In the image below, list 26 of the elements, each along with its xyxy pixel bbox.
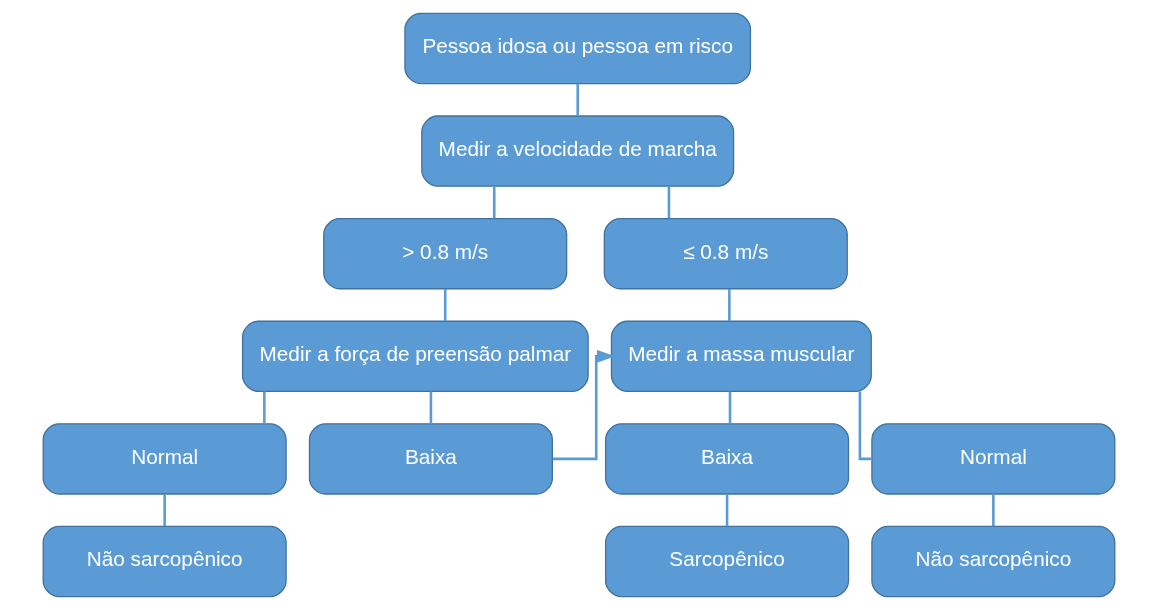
- node-box: Normal: [870, 423, 1115, 495]
- node-box: Medir a velocidade de marcha: [420, 115, 734, 187]
- connector: [492, 186, 496, 219]
- connector: [667, 186, 670, 219]
- node-box: Medir a massa muscular: [610, 320, 872, 393]
- connector: [429, 391, 432, 424]
- connector: [443, 289, 446, 321]
- connector: [728, 391, 731, 424]
- node-box: ≤ 0.8 m/s: [603, 217, 848, 290]
- arrow: [552, 349, 615, 461]
- connector: [262, 391, 266, 424]
- connector: [162, 494, 166, 527]
- node-box: Normal: [42, 423, 287, 495]
- node-box: Baixa: [308, 423, 553, 495]
- connector: [858, 391, 872, 461]
- node-box: Baixa: [604, 423, 849, 495]
- connector: [725, 494, 728, 527]
- node-box: Não sarcopênico: [870, 525, 1115, 598]
- connector: [727, 289, 731, 321]
- connector: [991, 494, 995, 527]
- connector: [575, 83, 579, 116]
- node-box: Sarcopênico: [604, 525, 849, 598]
- node-box: Não sarcopênico: [42, 525, 287, 598]
- node-box: Medir a força de preensão palmar: [241, 320, 589, 393]
- node-box: Pessoa idosa ou pessoa em risco: [403, 12, 751, 85]
- node-box: > 0.8 m/s: [322, 217, 567, 290]
